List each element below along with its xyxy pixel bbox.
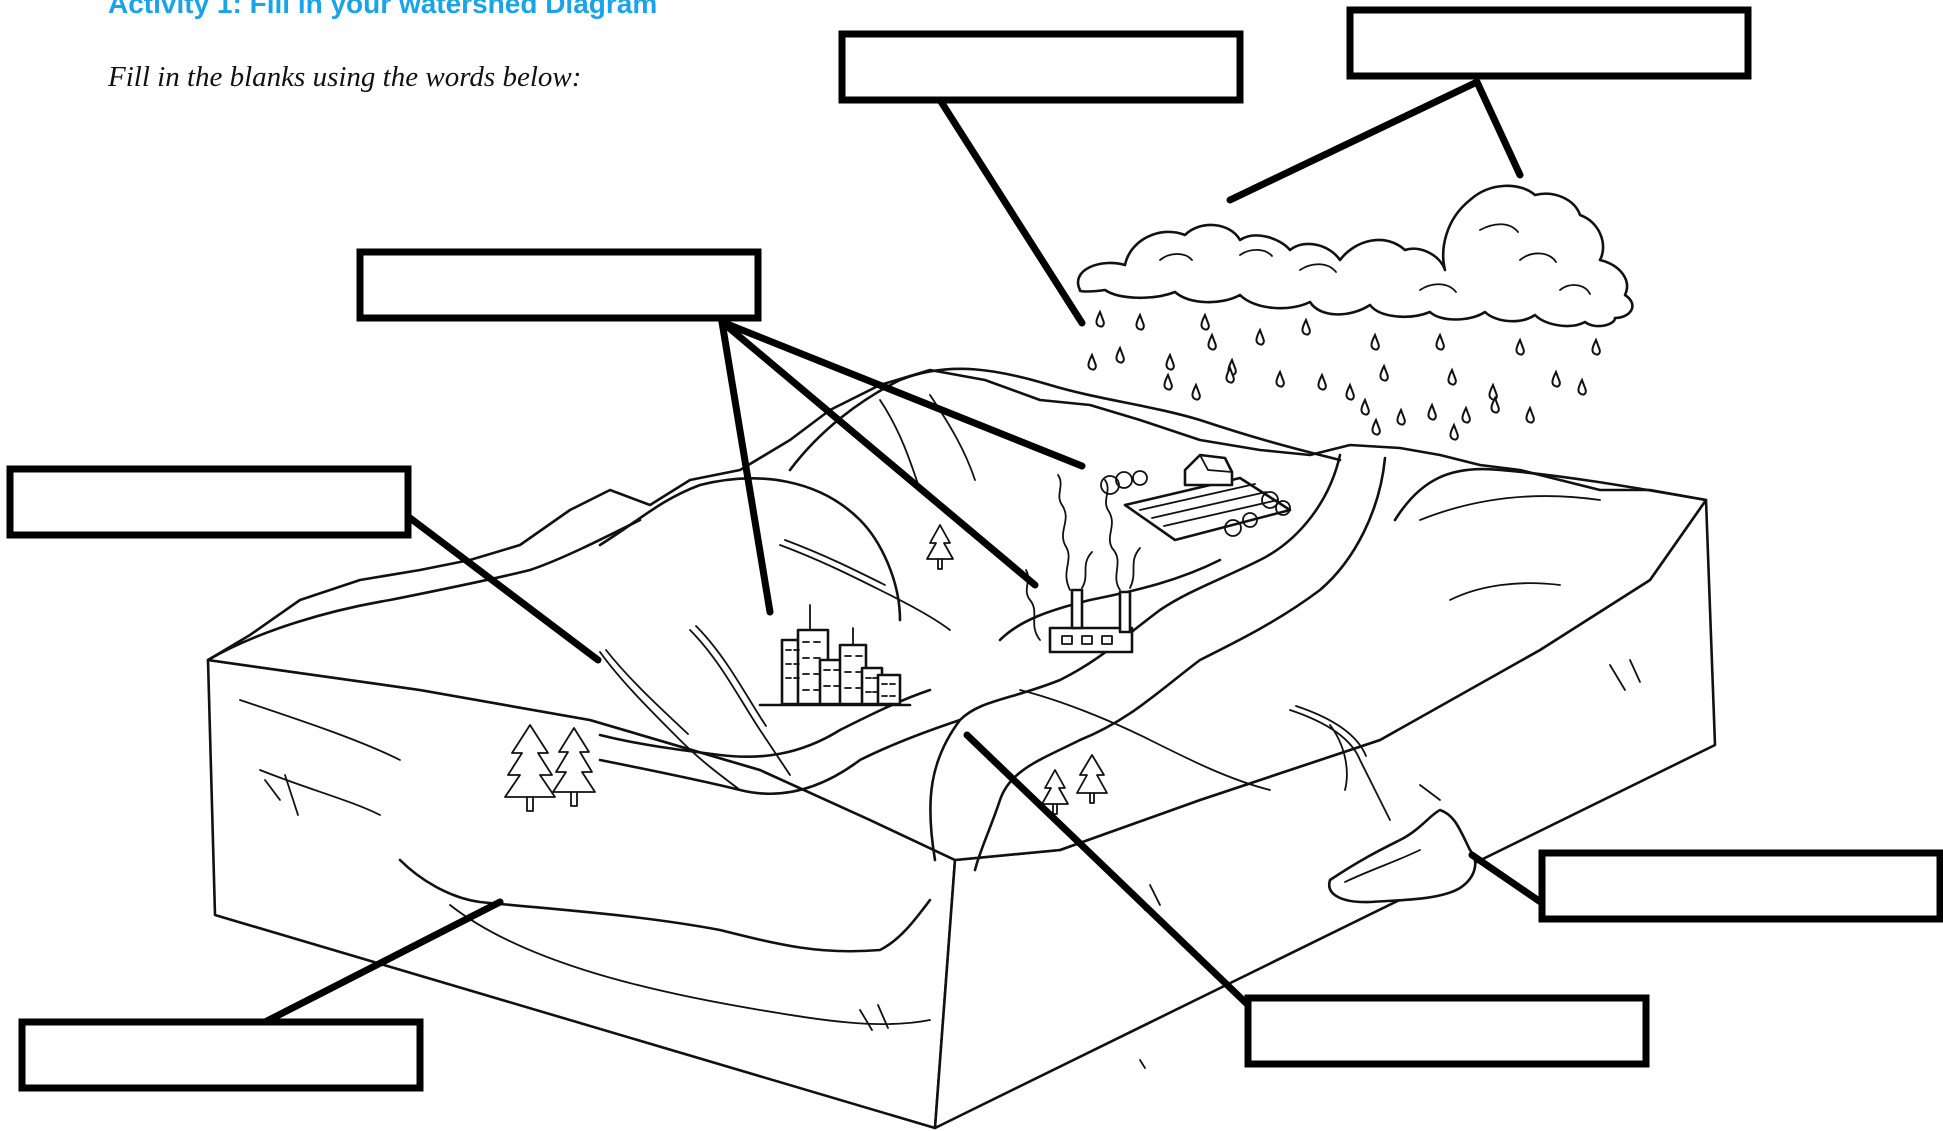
label-box-lake[interactable] [1542, 853, 1940, 919]
raindrop [1450, 425, 1457, 440]
raindrop [1436, 335, 1443, 350]
face-crack-6 [1140, 1060, 1145, 1068]
raindrop [1552, 372, 1559, 387]
factory-chimney [1072, 590, 1082, 628]
label-box-precipitation[interactable] [842, 34, 1240, 100]
leader-line-clouds [1230, 82, 1477, 200]
rain-cloud [1078, 186, 1632, 326]
raindrop [1318, 375, 1325, 390]
leader-line-precipitation [940, 100, 1082, 323]
raindrop [1397, 410, 1404, 425]
raindrop [1448, 370, 1455, 385]
label-box-tributary[interactable] [10, 469, 408, 535]
raindrop [1592, 340, 1599, 355]
raindrop [1361, 400, 1368, 415]
leader-line-lake [1472, 855, 1542, 903]
factory-chimney [1120, 592, 1130, 632]
label-box-main-river[interactable] [1248, 998, 1646, 1064]
label-box-land-uses[interactable] [360, 252, 758, 318]
raindrop [1116, 348, 1123, 363]
raindrop [1164, 375, 1171, 390]
label-box-groundwater[interactable] [22, 1022, 420, 1088]
raindrop [1371, 335, 1378, 350]
raindrop [1526, 408, 1533, 423]
raindrop [1166, 355, 1173, 370]
raindrop [1201, 315, 1208, 330]
raindrop [1346, 385, 1353, 400]
raindrop [1088, 355, 1095, 370]
raindrop [1428, 405, 1435, 420]
label-box-clouds[interactable] [1350, 10, 1748, 76]
raindrop [1192, 385, 1199, 400]
raindrop [1516, 340, 1523, 355]
leader-line-clouds-2 [1477, 82, 1520, 175]
raindrop [1302, 320, 1309, 335]
raindrop [1096, 312, 1103, 327]
raindrop [1256, 330, 1263, 345]
raindrop [1372, 420, 1379, 435]
raindrop [1136, 315, 1143, 330]
raindrop [1276, 372, 1283, 387]
raindrop [1208, 335, 1215, 350]
raindrop [1462, 408, 1469, 423]
raindrop [1578, 380, 1585, 395]
building [878, 675, 900, 704]
raindrop [1380, 366, 1387, 381]
raindrops [1088, 312, 1599, 440]
